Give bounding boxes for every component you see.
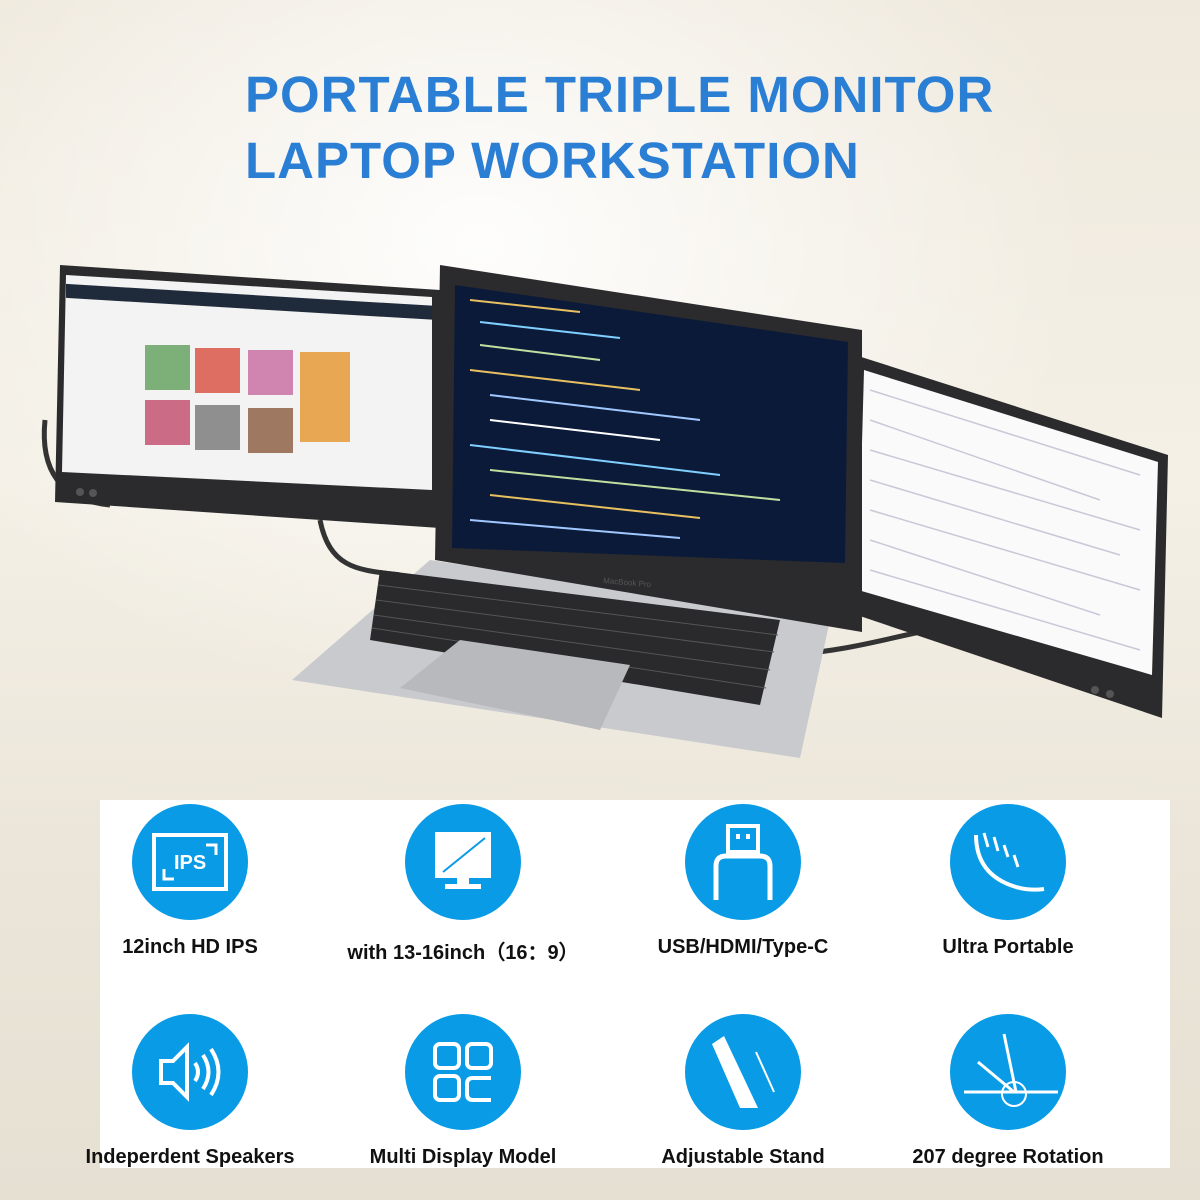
left-monitor xyxy=(55,265,440,528)
feature-ips: IPS 12inch HD IPS xyxy=(50,804,330,959)
rotation-angle-icon xyxy=(950,1014,1066,1130)
feature-label: with 13-16inch（16：9） xyxy=(347,942,579,964)
feature-label: Adjustable Stand xyxy=(661,1146,825,1168)
ips-screen-icon: IPS xyxy=(132,804,248,920)
feature-label: Multi Display Model xyxy=(369,1146,557,1168)
feature-label: USB/HDMI/Type-C xyxy=(657,936,829,958)
adjustable-stand-icon xyxy=(685,1014,801,1130)
product-photo: MacBook Pro xyxy=(41,265,1168,758)
center-cable xyxy=(317,519,401,578)
feature-multi-display: Multi Display Model xyxy=(323,1014,603,1169)
feature-stand: Adjustable Stand xyxy=(603,1014,883,1169)
laptop-brand-label: MacBook Pro xyxy=(603,576,652,589)
page-title: PORTABLE TRIPLE MONITOR LAPTOP WORKSTATI… xyxy=(245,62,994,194)
feature-speakers: Indeperdent Speakers xyxy=(50,1014,330,1169)
speaker-icon xyxy=(132,1014,248,1130)
laptop-base xyxy=(292,560,830,758)
feature-label: Indeperdent Speakers xyxy=(85,1146,295,1168)
feature-label: Ultra Portable xyxy=(942,936,1074,958)
right-monitor xyxy=(848,355,1168,718)
feature-label: 12inch HD IPS xyxy=(122,936,258,958)
svg-text:IPS: IPS xyxy=(174,852,206,874)
feature-ports: USB/HDMI/Type-C xyxy=(603,804,883,959)
center-monitor: MacBook Pro xyxy=(435,265,862,632)
title-line-1: PORTABLE TRIPLE MONITOR xyxy=(245,66,995,123)
feature-rotation: 207 degree Rotation xyxy=(868,1014,1148,1169)
title-line-2: LAPTOP WORKSTATION xyxy=(245,132,860,189)
feather-icon xyxy=(950,804,1066,920)
usb-plug-icon xyxy=(685,804,801,920)
multi-display-grid-icon xyxy=(405,1014,521,1130)
feature-compatibility: with 13-16inch（16：9） xyxy=(323,804,603,965)
feature-portable: Ultra Portable xyxy=(868,804,1148,959)
monitor-diagonal-icon xyxy=(405,804,521,920)
feature-label: 207 degree Rotation xyxy=(912,1146,1104,1168)
